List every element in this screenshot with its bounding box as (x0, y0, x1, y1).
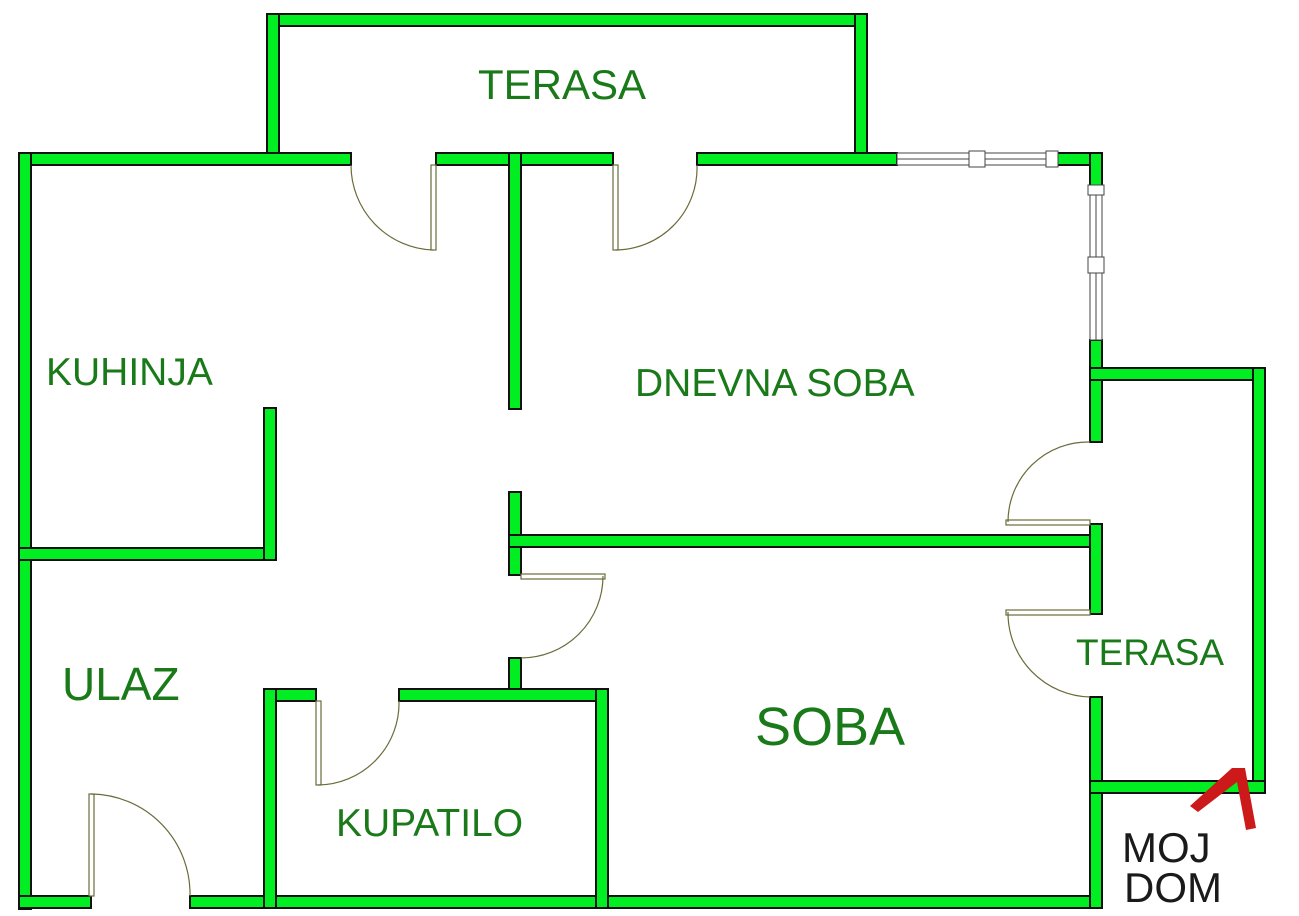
label-terasa-right: TERASA (1076, 632, 1224, 673)
windows (896, 150, 1105, 341)
wall-right-1 (1089, 152, 1103, 188)
wall-terrace-right-outer (1252, 367, 1266, 794)
wall-right-2 (1089, 339, 1103, 443)
door-bathroom (315, 700, 400, 786)
wall-left (18, 152, 32, 910)
wall-kitchen-right (263, 407, 277, 561)
wall-kitchen-bottom (18, 547, 277, 561)
wall-living-bottom (508, 534, 1103, 548)
wall-top-2 (435, 152, 614, 166)
label-kuhinja: KUHINJA (46, 351, 213, 394)
door-living-terrace (612, 164, 698, 251)
door-living-right-terrace (1005, 441, 1091, 526)
label-dnevna-soba: DNEVNA SOBA (635, 362, 915, 405)
doors (88, 164, 1091, 897)
door-bedroom-terrace (1005, 609, 1091, 698)
label-soba: SOBA (755, 697, 905, 757)
logo-line2: DOM (1124, 864, 1222, 911)
wall-right-3 (1089, 523, 1103, 615)
door-kitchen-terrace (350, 164, 437, 251)
wall-central-lower (508, 491, 522, 576)
wall-top-1 (18, 152, 352, 166)
wall-terrace-right-top (1089, 367, 1266, 381)
door-entrance (88, 793, 191, 897)
window-top (896, 150, 1059, 168)
room-labels: TERASA KUHINJA DNEVNA SOBA ULAZ KUPATILO… (46, 61, 1224, 845)
logo-roof-icon (1190, 768, 1256, 830)
label-kupatilo: KUPATILO (336, 802, 523, 845)
window-right (1087, 184, 1105, 341)
label-ulaz: ULAZ (62, 658, 180, 710)
wall-terrace-right (854, 13, 868, 163)
door-bedroom (520, 573, 606, 659)
logo-line1: MOJ (1122, 824, 1211, 871)
wall-top-3 (696, 152, 898, 166)
wall-bottom-1 (18, 895, 92, 909)
wall-right-4 (1089, 696, 1103, 909)
moj-dom-logo: MOJ DOM (1122, 768, 1256, 911)
wall-central-upper (508, 152, 522, 410)
wall-terrace-left (266, 13, 280, 163)
wall-bath-top-2 (398, 688, 609, 702)
walls (18, 13, 1266, 910)
wall-bath-right (595, 688, 609, 909)
label-terasa-top: TERASA (478, 61, 646, 108)
wall-terrace-top (266, 13, 867, 27)
wall-bottom-2 (189, 895, 1103, 909)
wall-bath-left (263, 688, 277, 909)
